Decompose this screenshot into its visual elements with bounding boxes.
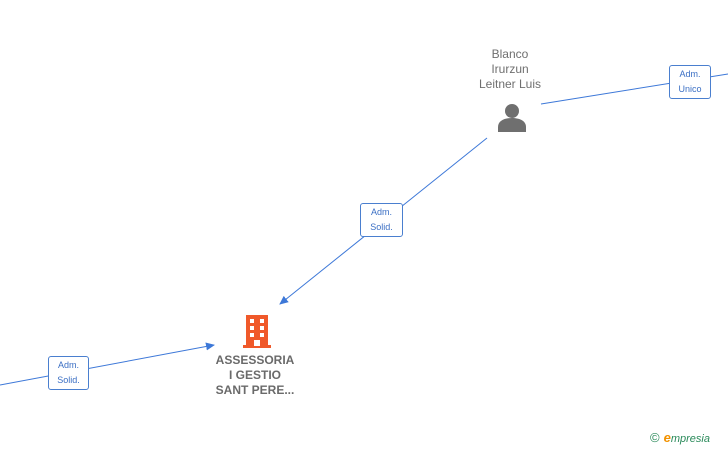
edge-label-middle[interactable]: Adm. Solid. <box>360 203 403 237</box>
edge-label-middle-line1: Adm. <box>370 207 392 217</box>
edge-label-middle-line2: Solid. <box>370 222 393 232</box>
edge-label-top-right-line1: Adm. <box>679 69 701 79</box>
brand-watermark: ©empresia <box>650 430 710 445</box>
company-node-label[interactable]: ASSESSORIA I GESTIO SANT PERE... <box>200 353 310 398</box>
company-name-line2: I GESTIO <box>228 368 281 382</box>
brand-name: mpresia <box>670 433 710 445</box>
person-icon[interactable] <box>497 103 527 132</box>
copyright-icon: © <box>650 430 660 445</box>
person-name-line2: Irurzun <box>491 62 529 76</box>
person-node-label[interactable]: Blanco Irurzun Leitner Luis <box>460 47 560 92</box>
edge-label-bottom-left-line2: Solid. <box>57 375 80 385</box>
person-name-line1: Blanco <box>491 47 529 61</box>
edge-line-bottom-left <box>0 342 215 386</box>
edge-label-top-right[interactable]: Adm. Unico <box>669 65 711 99</box>
edge-label-bottom-left[interactable]: Adm. Solid. <box>48 356 89 390</box>
company-name-line1: ASSESSORIA <box>215 353 295 367</box>
edge-label-bottom-left-line1: Adm. <box>57 360 79 370</box>
company-name-line3: SANT PERE... <box>215 383 295 397</box>
edge-label-top-right-line2: Unico <box>678 84 702 94</box>
building-icon[interactable] <box>241 314 273 348</box>
brand-initial: e <box>663 430 671 445</box>
person-name-line3: Leitner Luis <box>478 77 542 91</box>
